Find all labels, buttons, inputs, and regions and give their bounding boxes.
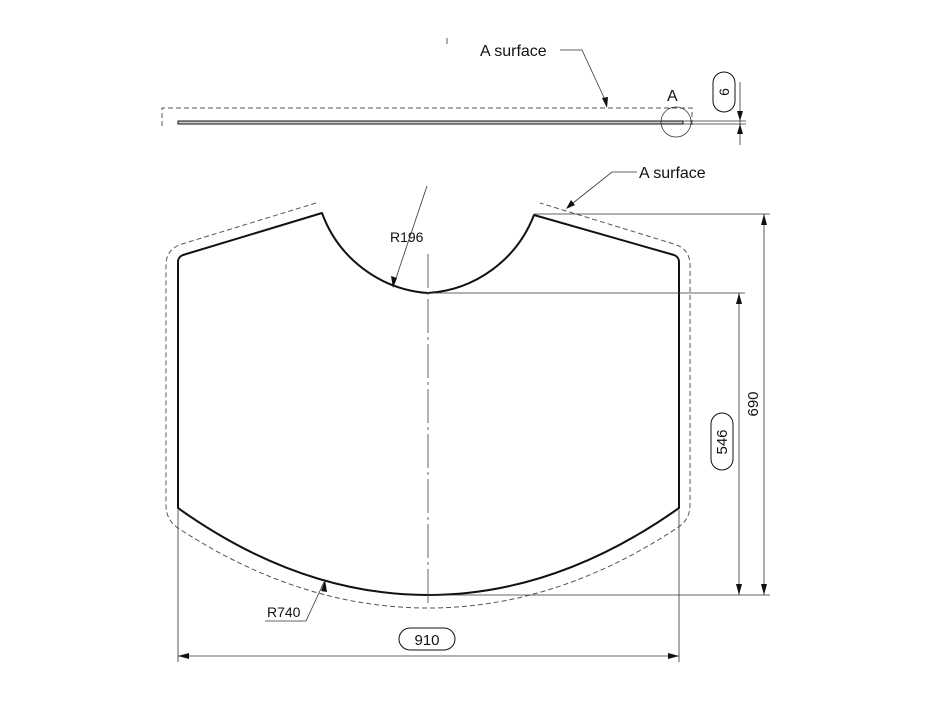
height-arrow-top	[761, 214, 767, 225]
top-surface-outline	[165, 202, 691, 609]
width-value: 910	[414, 632, 439, 649]
side-surface-leader	[560, 49, 608, 105]
thickness-arrow-bottom	[737, 124, 743, 134]
side-view: A A surface 6	[161, 38, 746, 145]
center-height-arrow-bottom	[736, 584, 742, 595]
cutout-radius-arrow	[391, 276, 397, 288]
bottom-radius-label: R740	[267, 604, 301, 620]
thickness-value: 6	[716, 88, 732, 96]
center-height-bubble	[710, 412, 734, 471]
cutout-radius-leader	[392, 185, 428, 288]
top-surface-leader	[567, 171, 637, 208]
cutout-radius-label: R196	[390, 229, 424, 245]
width-bubble	[398, 627, 456, 651]
center-height-value: 546	[714, 429, 731, 454]
height-arrow-bottom	[761, 584, 767, 595]
bottom-radius-leader	[265, 581, 325, 622]
top-view: R196 A surface R740 910 546 690	[165, 165, 770, 662]
width-arrow-left	[178, 653, 189, 659]
thickness-bubble	[712, 71, 736, 113]
width-arrow-right	[668, 653, 679, 659]
leader-arrowhead	[602, 97, 608, 108]
center-height-arrow-top	[736, 293, 742, 304]
panel-outline	[177, 212, 680, 596]
detail-marker-label: A	[667, 88, 678, 105]
side-surface-callout: A surface	[480, 43, 547, 60]
top-leader-arrowhead	[566, 200, 575, 209]
thickness-arrow-top	[737, 111, 743, 121]
height-value: 690	[745, 391, 762, 416]
top-surface-callout: A surface	[639, 165, 706, 182]
side-panel	[177, 120, 684, 125]
detail-circle	[660, 106, 692, 138]
bottom-radius-arrow	[321, 580, 327, 592]
